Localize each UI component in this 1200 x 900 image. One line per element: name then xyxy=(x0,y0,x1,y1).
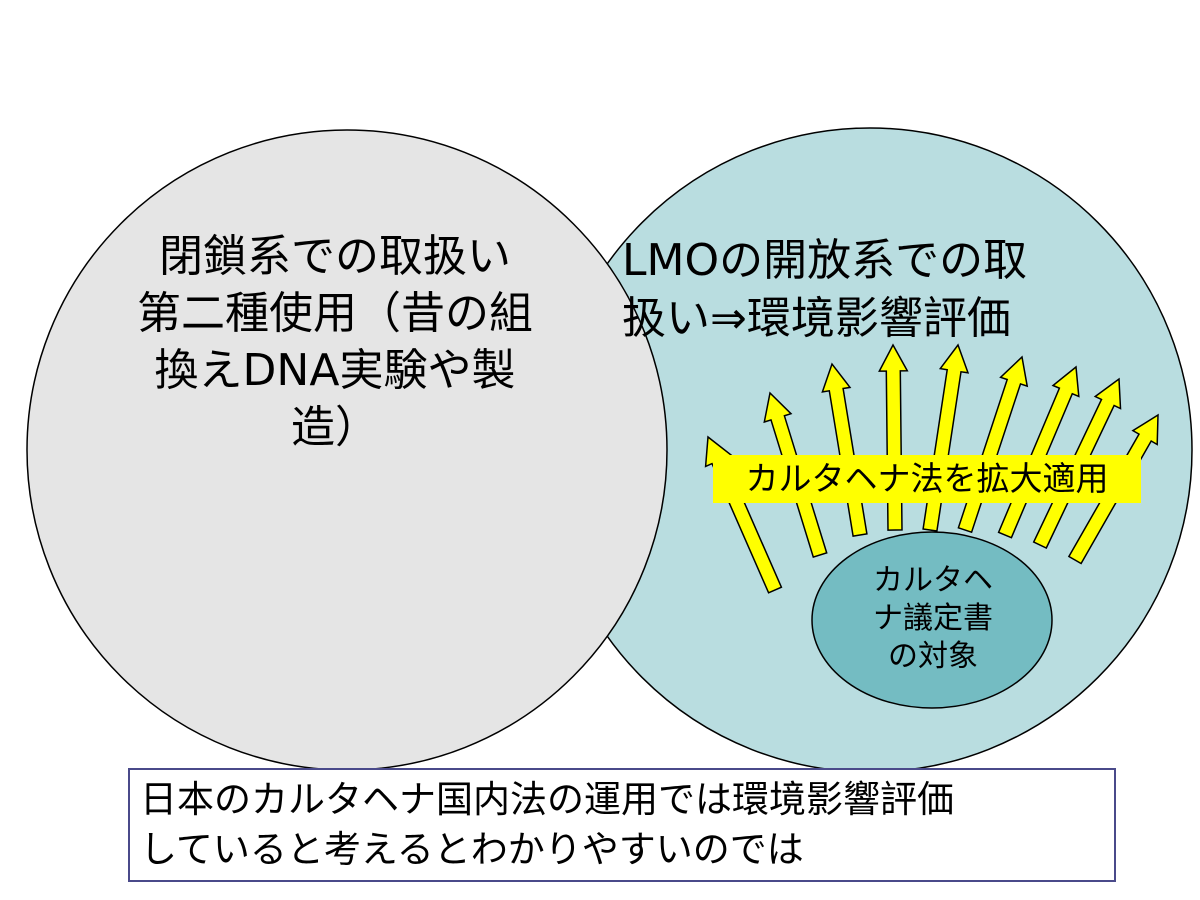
protocol-scope-line: の対象 xyxy=(888,639,978,674)
note-line: 日本のカルタヘナ国内法の運用では環境影響評価 xyxy=(140,778,954,821)
expansion-label: カルタヘナ法を拡大適用 xyxy=(713,455,1141,503)
note-line: していると考えるとわかりやすいのでは xyxy=(140,828,804,871)
note-box: 日本のカルタヘナ国内法の運用では環境影響評価 していると考えるとわかりやすいので… xyxy=(128,768,1116,882)
closed-system-line: 閉鎖系での取扱い xyxy=(159,231,511,282)
protocol-scope-line: カルタヘ xyxy=(873,563,993,598)
open-system-line: 扱い⇒環境影響評価 xyxy=(622,293,1011,344)
closed-system-line: 換えDNA実験や製 xyxy=(154,345,516,396)
protocol-scope-ellipse xyxy=(811,531,1053,709)
protocol-scope-line: ナ議定書 xyxy=(873,601,993,636)
open-system-text: LMOの開放系での取 扱い⇒環境影響評価 xyxy=(622,232,1082,348)
closed-system-text: 閉鎖系での取扱い 第二種使用（昔の組 換えDNA実験や製 造） xyxy=(110,228,560,456)
protocol-scope-text: カルタヘ ナ議定書 の対象 xyxy=(838,562,1028,676)
closed-system-line: 造） xyxy=(291,402,379,453)
open-system-line: LMOの開放系での取 xyxy=(622,235,1028,286)
closed-system-line: 第二種使用（昔の組 xyxy=(137,288,533,339)
